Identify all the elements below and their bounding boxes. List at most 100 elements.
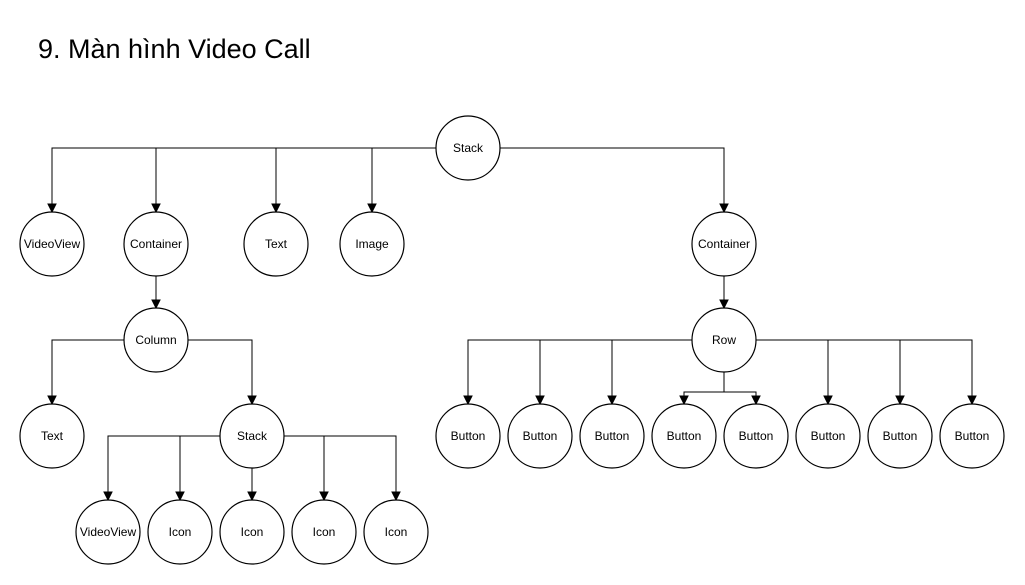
edge-stack-inner-to-icon-1-arrowhead	[175, 491, 185, 502]
node-label: Button	[955, 429, 990, 443]
edge-row-to-button-8-arrowhead	[967, 395, 977, 406]
node-label: VideoView	[80, 525, 137, 539]
edge-container-left-to-column-arrowhead	[151, 299, 161, 310]
edge-stack-inner-to-icon-4-arrowhead	[391, 491, 401, 502]
node-button-8: Button	[939, 403, 1005, 469]
edge-stack-inner-to-icon-4	[284, 435, 397, 500]
node-label: Button	[523, 429, 558, 443]
node-label: Container	[130, 237, 182, 251]
node-circle	[75, 499, 141, 565]
edge-root-stack-to-video-view-top-arrowhead	[47, 203, 57, 214]
node-icon-1: Icon	[147, 499, 213, 565]
node-circle	[219, 403, 285, 469]
node-circle	[867, 403, 933, 469]
edge-column-to-text-column	[51, 339, 124, 404]
node-button-5: Button	[723, 403, 789, 469]
node-circle	[435, 403, 501, 469]
node-circle	[363, 499, 429, 565]
edge-column-to-stack-inner-arrowhead	[247, 395, 257, 406]
node-circle	[435, 115, 501, 181]
edge-row-to-button-1	[467, 339, 692, 404]
edge-root-stack-to-video-view-top	[51, 147, 436, 212]
node-label: Text	[41, 429, 64, 443]
node-column: Column	[123, 307, 189, 373]
edge-row-to-button-5-arrowhead	[751, 395, 761, 406]
node-container-right: Container	[691, 211, 757, 277]
edges-layer	[47, 147, 977, 502]
edge-column-to-text-column-arrowhead	[47, 395, 57, 406]
node-circle	[19, 211, 85, 277]
edge-root-stack-to-container-right	[500, 147, 725, 212]
node-icon-4: Icon	[363, 499, 429, 565]
edge-stack-inner-to-icon-1	[179, 435, 220, 500]
node-icon-3: Icon	[291, 499, 357, 565]
node-stack-inner: Stack	[219, 403, 285, 469]
node-label: Row	[712, 333, 736, 347]
node-circle	[723, 403, 789, 469]
edge-row-to-button-5	[723, 372, 757, 404]
edge-row-to-button-3	[611, 339, 692, 404]
page-title: 9. Màn hình Video Call	[38, 34, 311, 64]
edge-stack-inner-to-video-view-inner-arrowhead	[103, 491, 113, 502]
node-circle	[691, 307, 757, 373]
node-button-4: Button	[651, 403, 717, 469]
edge-row-to-button-7-arrowhead	[895, 395, 905, 406]
node-video-view-top: VideoView	[19, 211, 85, 277]
edge-row-to-button-4	[683, 372, 725, 404]
edge-root-stack-to-image-top-arrowhead	[367, 203, 377, 214]
node-circle	[795, 403, 861, 469]
edge-container-right-to-row-arrowhead	[719, 299, 729, 310]
node-button-6: Button	[795, 403, 861, 469]
node-label: Image	[355, 237, 389, 251]
node-circle	[939, 403, 1005, 469]
node-label: Button	[667, 429, 702, 443]
node-label: Button	[883, 429, 918, 443]
node-video-view-inner: VideoView	[75, 499, 141, 565]
edge-root-stack-to-container-left-arrowhead	[151, 203, 161, 214]
edge-row-to-button-8	[756, 339, 973, 404]
node-button-2: Button	[507, 403, 573, 469]
node-button-7: Button	[867, 403, 933, 469]
node-label: VideoView	[24, 237, 81, 251]
node-label: Icon	[169, 525, 192, 539]
node-circle	[219, 499, 285, 565]
node-circle	[691, 211, 757, 277]
node-text-column: Text	[19, 403, 85, 469]
edge-row-to-button-2-arrowhead	[535, 395, 545, 406]
edge-stack-inner-to-icon-3	[284, 435, 325, 500]
edge-root-stack-to-text-top-arrowhead	[271, 203, 281, 214]
node-circle	[579, 403, 645, 469]
edge-stack-inner-to-video-view-inner	[107, 435, 220, 500]
node-label: Icon	[313, 525, 336, 539]
edge-row-to-button-2	[539, 339, 692, 404]
edge-stack-inner-to-icon-3-arrowhead	[319, 491, 329, 502]
node-circle	[147, 499, 213, 565]
edge-column-to-stack-inner	[188, 339, 253, 404]
node-circle	[123, 307, 189, 373]
node-label: Text	[265, 237, 288, 251]
node-label: Column	[135, 333, 176, 347]
node-label: Stack	[237, 429, 268, 443]
edge-row-to-button-3-arrowhead	[607, 395, 617, 406]
node-circle	[291, 499, 357, 565]
node-root-stack: Stack	[435, 115, 501, 181]
node-circle	[123, 211, 189, 277]
node-label: Container	[698, 237, 750, 251]
node-text-top: Text	[243, 211, 309, 277]
node-image-top: Image	[339, 211, 405, 277]
edge-row-to-button-6	[756, 339, 829, 404]
node-row: Row	[691, 307, 757, 373]
node-circle	[243, 211, 309, 277]
node-label: Icon	[385, 525, 408, 539]
edge-root-stack-to-container-right-arrowhead	[719, 203, 729, 214]
node-label: Button	[811, 429, 846, 443]
edge-stack-inner-to-icon-2-arrowhead	[247, 491, 257, 502]
node-icon-2: Icon	[219, 499, 285, 565]
node-label: Button	[739, 429, 774, 443]
edge-root-stack-to-container-left	[155, 147, 436, 212]
node-button-1: Button	[435, 403, 501, 469]
edge-root-stack-to-image-top	[371, 147, 436, 212]
node-label: Icon	[241, 525, 264, 539]
